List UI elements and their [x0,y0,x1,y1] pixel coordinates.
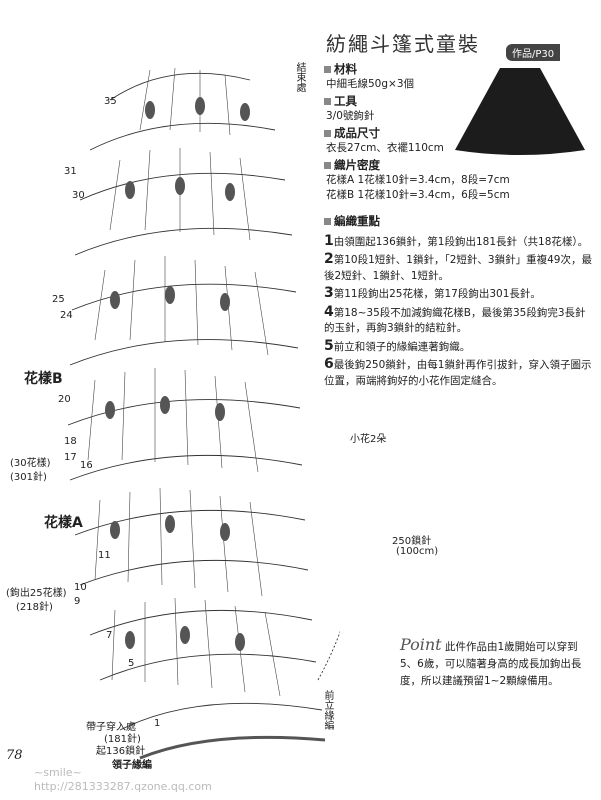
step-item: 2第10段1短針、1鎖針，「2短針、3鎖針」重複49次，最後2短針、1鎖針、1短… [324,251,592,282]
row-label: 17 [64,452,77,463]
start-136-label: 起136鎖針 [96,746,146,757]
count-301-label: (301針) [10,472,47,483]
row-label: 18 [64,436,77,447]
page-title: 紡繩斗篷式童裝 [326,32,480,56]
size-heading: 成品尺寸 [324,126,594,141]
gauge-line: 花樣A 1花樣10針=3.4cm，8段=7cm [326,174,510,186]
collar-edge-label: 領子緣編 [112,760,152,771]
row-label: 16 [80,460,93,471]
row-label: 24 [60,310,73,321]
materials-heading: 材料 [324,62,594,77]
flower-label: 小花2朵 [350,434,387,445]
front-edge-label: 前立緣編 [322,690,333,730]
row-label: 11 [98,550,111,561]
step-item: 3第11段鉤出25花樣，第17段鉤出301長針。 [324,285,541,301]
end-label: 結束處 [294,62,305,92]
crochet-chart [67,67,340,760]
row-label: 30 [72,190,85,201]
step-item: 1由領圍起136鎖針，第1段鉤出181長針（共18花樣）。 [324,232,589,249]
step-item: 5前立和領子的緣編連著鉤織。 [324,337,471,354]
step-item: 6最後鉤250鎖針，由每1鎖針再作引拔針，穿入領子圖示位置，兩端將鉤好的小花作固… [324,356,592,387]
row-label: 1 [154,718,161,729]
point-word: Point [400,635,442,654]
gauge-heading: 織片密度 [324,158,594,173]
row-label: 5 [128,658,135,669]
row-label: 9 [74,596,81,607]
points-heading: 編織重點 [324,214,594,230]
pattern-b-label: 花樣B [24,371,63,387]
pattern-a-label: 花樣A [44,515,83,531]
count-218-label: (218針) [16,602,53,613]
row-label: 20 [58,394,71,405]
watermark-url: http://281333287.qzone.qq.com [34,780,212,793]
point-note: Point 此件作品由1歲開始可以穿到5、6歲，可以隨著身高的成長加鉤出長度，所… [400,636,590,690]
cape-photo [455,68,585,155]
tools-value: 3/0號鉤針 [326,110,375,122]
row-label: 35 [104,96,117,107]
materials-value: 中細毛線50g×3個 [326,78,415,90]
bullet-icon [324,162,331,169]
bullet-icon [324,98,331,105]
row-label: 25 [52,294,65,305]
count-181-label: (181針) [104,734,141,745]
watermark-name: ~smile~ [34,766,82,779]
row-label: 7 [106,630,113,641]
page-number: 78 [6,748,23,763]
tools-heading: 工具 [324,94,594,109]
point-text: 此件作品由1歲開始可以穿到5、6歲，可以隨著身高的成長加鉤出長度，所以建議預留1… [400,641,582,687]
collar-insert-label: 帶子穿入處 [86,722,136,733]
count-25-label: (鉤出25花樣) [6,588,67,599]
step-item: 4第18~35段不加減鉤織花樣B，最後第35段鉤完3長針的玉針，再鉤3鎖針的結粒… [324,303,586,334]
row-label: 10 [74,582,87,593]
count-30-label: (30花樣) [10,458,51,469]
gauge-line: 花樣B 1花樣10針=3.4cm，6段=5cm [326,189,510,201]
size-value: 衣長27cm、衣襬110cm [326,142,444,154]
row-label: 31 [64,166,77,177]
steps-section: 編織重點 1由領圍起136鎖針，第1段鉤出181長針（共18花樣）。 2第10段… [324,212,594,391]
bullet-icon [324,218,331,225]
bullet-icon [324,66,331,73]
bullet-icon [324,130,331,137]
info-section: 材料 中細毛線50g×3個 工具 3/0號鉤針 成品尺寸 衣長27cm、衣襬11… [324,60,594,203]
photo-tag: 作品/P30 [506,44,561,61]
chain-label: 250鎖針 [392,536,432,547]
chain-cm-label: (100cm) [396,546,439,557]
